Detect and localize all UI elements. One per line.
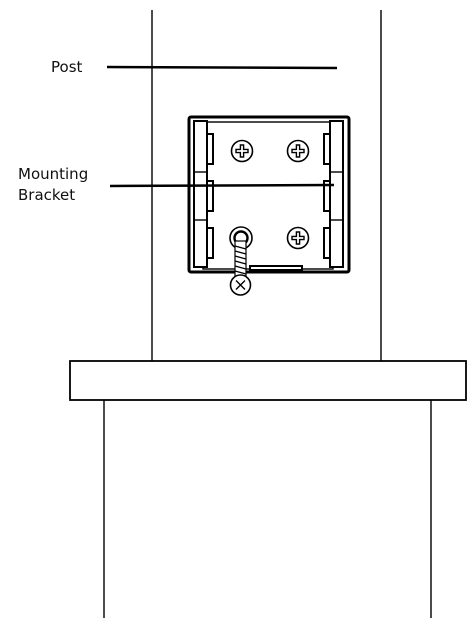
mounting-bracket-label-line2: Bracket	[18, 186, 75, 204]
bracket-right-rail	[323, 120, 344, 268]
bracket-plate	[187, 115, 351, 274]
mounting-bracket-label-line1: Mounting	[18, 165, 88, 183]
install-screw-icon	[229, 240, 252, 296]
bracket-bottom-slot	[249, 265, 303, 271]
post-leader-line	[106, 65, 338, 70]
screw-top-right-icon	[286, 139, 310, 163]
cap-board	[69, 360, 467, 401]
bracket-leader-line	[109, 183, 335, 188]
mounting-bracket	[187, 115, 351, 274]
screw-top-left-icon	[230, 139, 254, 163]
bracket-left-rail	[193, 120, 214, 268]
base-box	[103, 400, 432, 618]
post-label: Post	[51, 58, 83, 76]
screw-bottom-right-icon	[286, 226, 310, 250]
